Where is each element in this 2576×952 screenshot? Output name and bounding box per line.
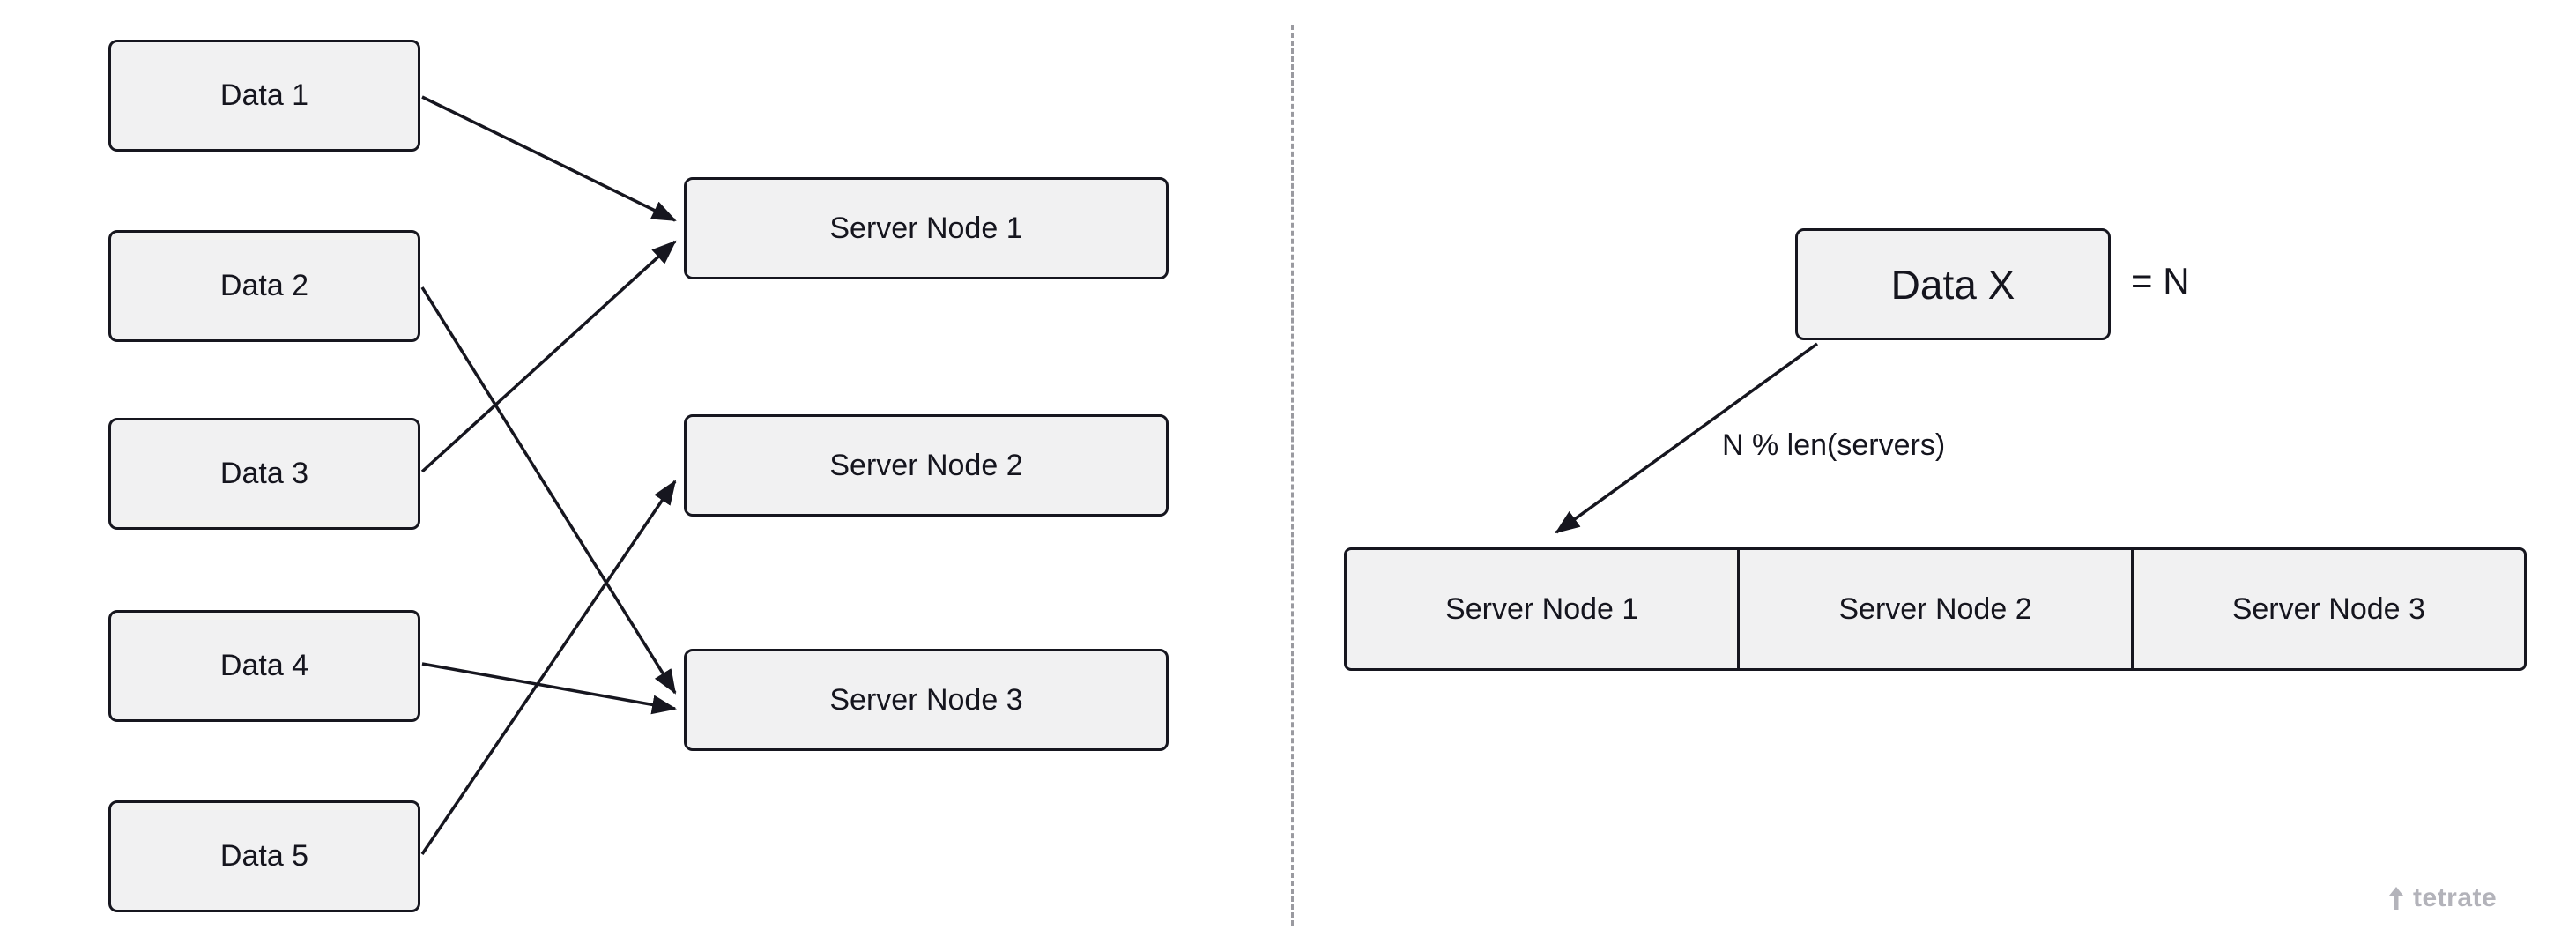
server-row-cell-3: Server Node 3 [2130, 550, 2524, 668]
server-node-3-label: Server Node 3 [829, 682, 1023, 717]
data-node-1-label: Data 1 [219, 78, 309, 112]
server-row-cell-1-label: Server Node 1 [1445, 591, 1639, 626]
server-row-cell-2-label: Server Node 2 [1838, 591, 2032, 626]
server-row: Server Node 1 Server Node 2 Server Node … [1344, 547, 2527, 671]
modulo-formula-label: N % len(servers) [1722, 428, 1946, 462]
data-node-1: Data 1 [108, 40, 420, 152]
data-x-node: Data X [1795, 228, 2111, 340]
section-divider [1291, 25, 1294, 926]
data-node-5: Data 5 [108, 800, 420, 912]
server-node-3: Server Node 3 [684, 649, 1169, 751]
server-node-2: Server Node 2 [684, 414, 1169, 517]
data-node-2: Data 2 [108, 230, 420, 342]
equals-n-label: = N [2131, 260, 2190, 301]
arrow-data-4-to-server-node-3 [421, 662, 677, 715]
tetrate-brand-text: tetrate [2413, 883, 2498, 912]
tetrate-brand: tetrate [2385, 883, 2497, 913]
arrow-data-1-to-server-node-1 [421, 95, 677, 222]
server-node-1-label: Server Node 1 [829, 211, 1023, 245]
server-node-2-label: Server Node 2 [829, 448, 1023, 482]
data-node-3: Data 3 [108, 418, 420, 530]
server-row-cell-3-label: Server Node 3 [2231, 591, 2425, 626]
server-row-cell-1: Server Node 1 [1347, 550, 1737, 668]
server-row-cell-2: Server Node 2 [1737, 550, 2130, 668]
data-node-4: Data 4 [108, 610, 420, 722]
arrow-data-5-to-server-node-2 [420, 480, 677, 855]
server-node-1: Server Node 1 [684, 177, 1169, 279]
data-node-2-label: Data 2 [219, 269, 309, 302]
data-node-3-label: Data 3 [219, 457, 309, 490]
data-x-label: Data X [1890, 261, 2016, 308]
arrow-data-3-to-server-node-1 [420, 240, 677, 473]
data-node-4-label: Data 4 [219, 649, 309, 682]
arrow-data-2-to-server-node-3 [420, 286, 677, 695]
data-node-5-label: Data 5 [219, 839, 309, 873]
tetrate-logo-icon [2389, 887, 2403, 910]
